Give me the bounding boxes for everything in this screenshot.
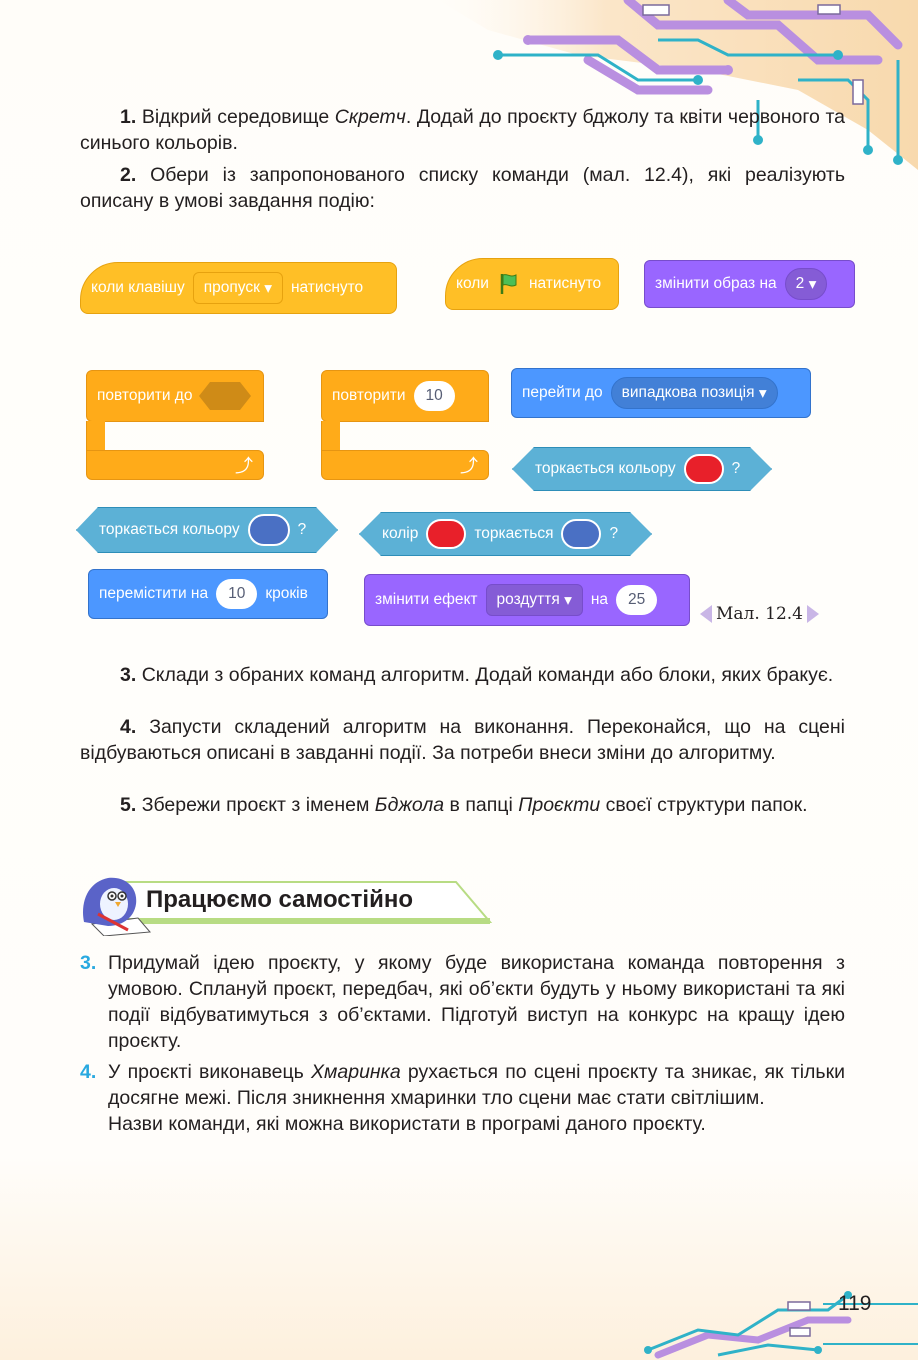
- costume-dropdown: 2 ▾: [784, 268, 828, 300]
- figure-caption: Мал. 12.4: [700, 604, 820, 624]
- penguin-mascot-icon: [83, 877, 152, 936]
- self-task-3: 3. Придумай ідею проєкту, у якому буде в…: [80, 952, 845, 1052]
- loop-arrow-icon: ⤴: [235, 456, 253, 476]
- block-touching-color-red: торкається кольору ?: [512, 447, 772, 491]
- block-switch-costume: змінити образ на 2 ▾: [644, 260, 855, 308]
- task-number: 4.: [120, 716, 137, 738]
- position-dropdown: випадкова позиція ▾: [610, 377, 778, 409]
- dropdown-arrow-icon: ▾: [808, 275, 817, 293]
- block-go-to: перейти до випадкова позиція ▾: [511, 368, 811, 418]
- steps-input: 10: [216, 579, 258, 609]
- section-title: Працюємо самостійно: [146, 886, 413, 913]
- task-4: 4. Запусти складений алгоритм на виконан…: [80, 716, 846, 764]
- blue-color-swatch: [248, 514, 290, 546]
- effect-dropdown: роздуття ▾: [485, 584, 583, 616]
- empty-condition-slot: [199, 382, 252, 410]
- block-when-key-pressed: коли клавішу пропуск ▾ натиснуто: [80, 262, 397, 314]
- block-color-touching-color: колір торкається ?: [359, 512, 652, 556]
- block-move-steps: перемістити на 10 кроків: [88, 569, 328, 619]
- loop-arrow-icon: ⤴: [460, 456, 478, 476]
- circuit-decoration-bottom: [644, 1291, 918, 1359]
- block-repeat-until: повторити до ⤴: [86, 370, 264, 480]
- page-number: 119: [838, 1292, 872, 1315]
- task-number: 2.: [120, 164, 137, 186]
- task-number: 1.: [120, 106, 137, 128]
- task-number: 4.: [80, 1061, 97, 1083]
- repeat-count-input: 10: [413, 381, 455, 411]
- key-dropdown: пропуск ▾: [192, 272, 283, 304]
- red-color-swatch: [426, 519, 466, 549]
- caption-right-triangle-icon: [807, 605, 820, 623]
- green-flag-icon: [500, 274, 517, 294]
- block-when-flag-clicked: коли натиснуто: [445, 258, 619, 310]
- block-touching-color-blue: торкається кольору ?: [76, 507, 338, 553]
- blue-color-swatch: [561, 519, 601, 549]
- dropdown-arrow-icon: ▾: [758, 384, 767, 402]
- block-change-effect: змінити ефект роздуття ▾ на 25: [364, 574, 690, 626]
- task-number: 3.: [80, 952, 97, 974]
- env-name: Скретч: [334, 106, 406, 128]
- dropdown-arrow-icon: ▾: [564, 591, 572, 609]
- effect-value-input: 25: [616, 585, 658, 615]
- red-color-swatch: [684, 454, 724, 484]
- section-header: Працюємо самостійно: [78, 874, 498, 936]
- task-5: 5. Збережи проєкт з іменем Бджола в папц…: [120, 794, 808, 816]
- caption-left-triangle-icon: [700, 605, 712, 623]
- task-2: 2. Обери із запропонованого списку коман…: [80, 164, 845, 212]
- circuit-decoration-top: [438, 0, 918, 170]
- task-number: 5.: [120, 794, 137, 816]
- dropdown-arrow-icon: ▾: [264, 279, 272, 297]
- self-task-4: 4. У проєкті виконавець Хмаринка рухаєть…: [80, 1061, 845, 1135]
- block-repeat: повторити 10 ⤴: [321, 370, 489, 480]
- task-1: 1. Відкрий середовище Скретч. Додай до п…: [80, 106, 845, 154]
- task-number: 3.: [120, 664, 137, 686]
- task-3: 3. Склади з обраних команд алгоритм. Дод…: [120, 664, 834, 686]
